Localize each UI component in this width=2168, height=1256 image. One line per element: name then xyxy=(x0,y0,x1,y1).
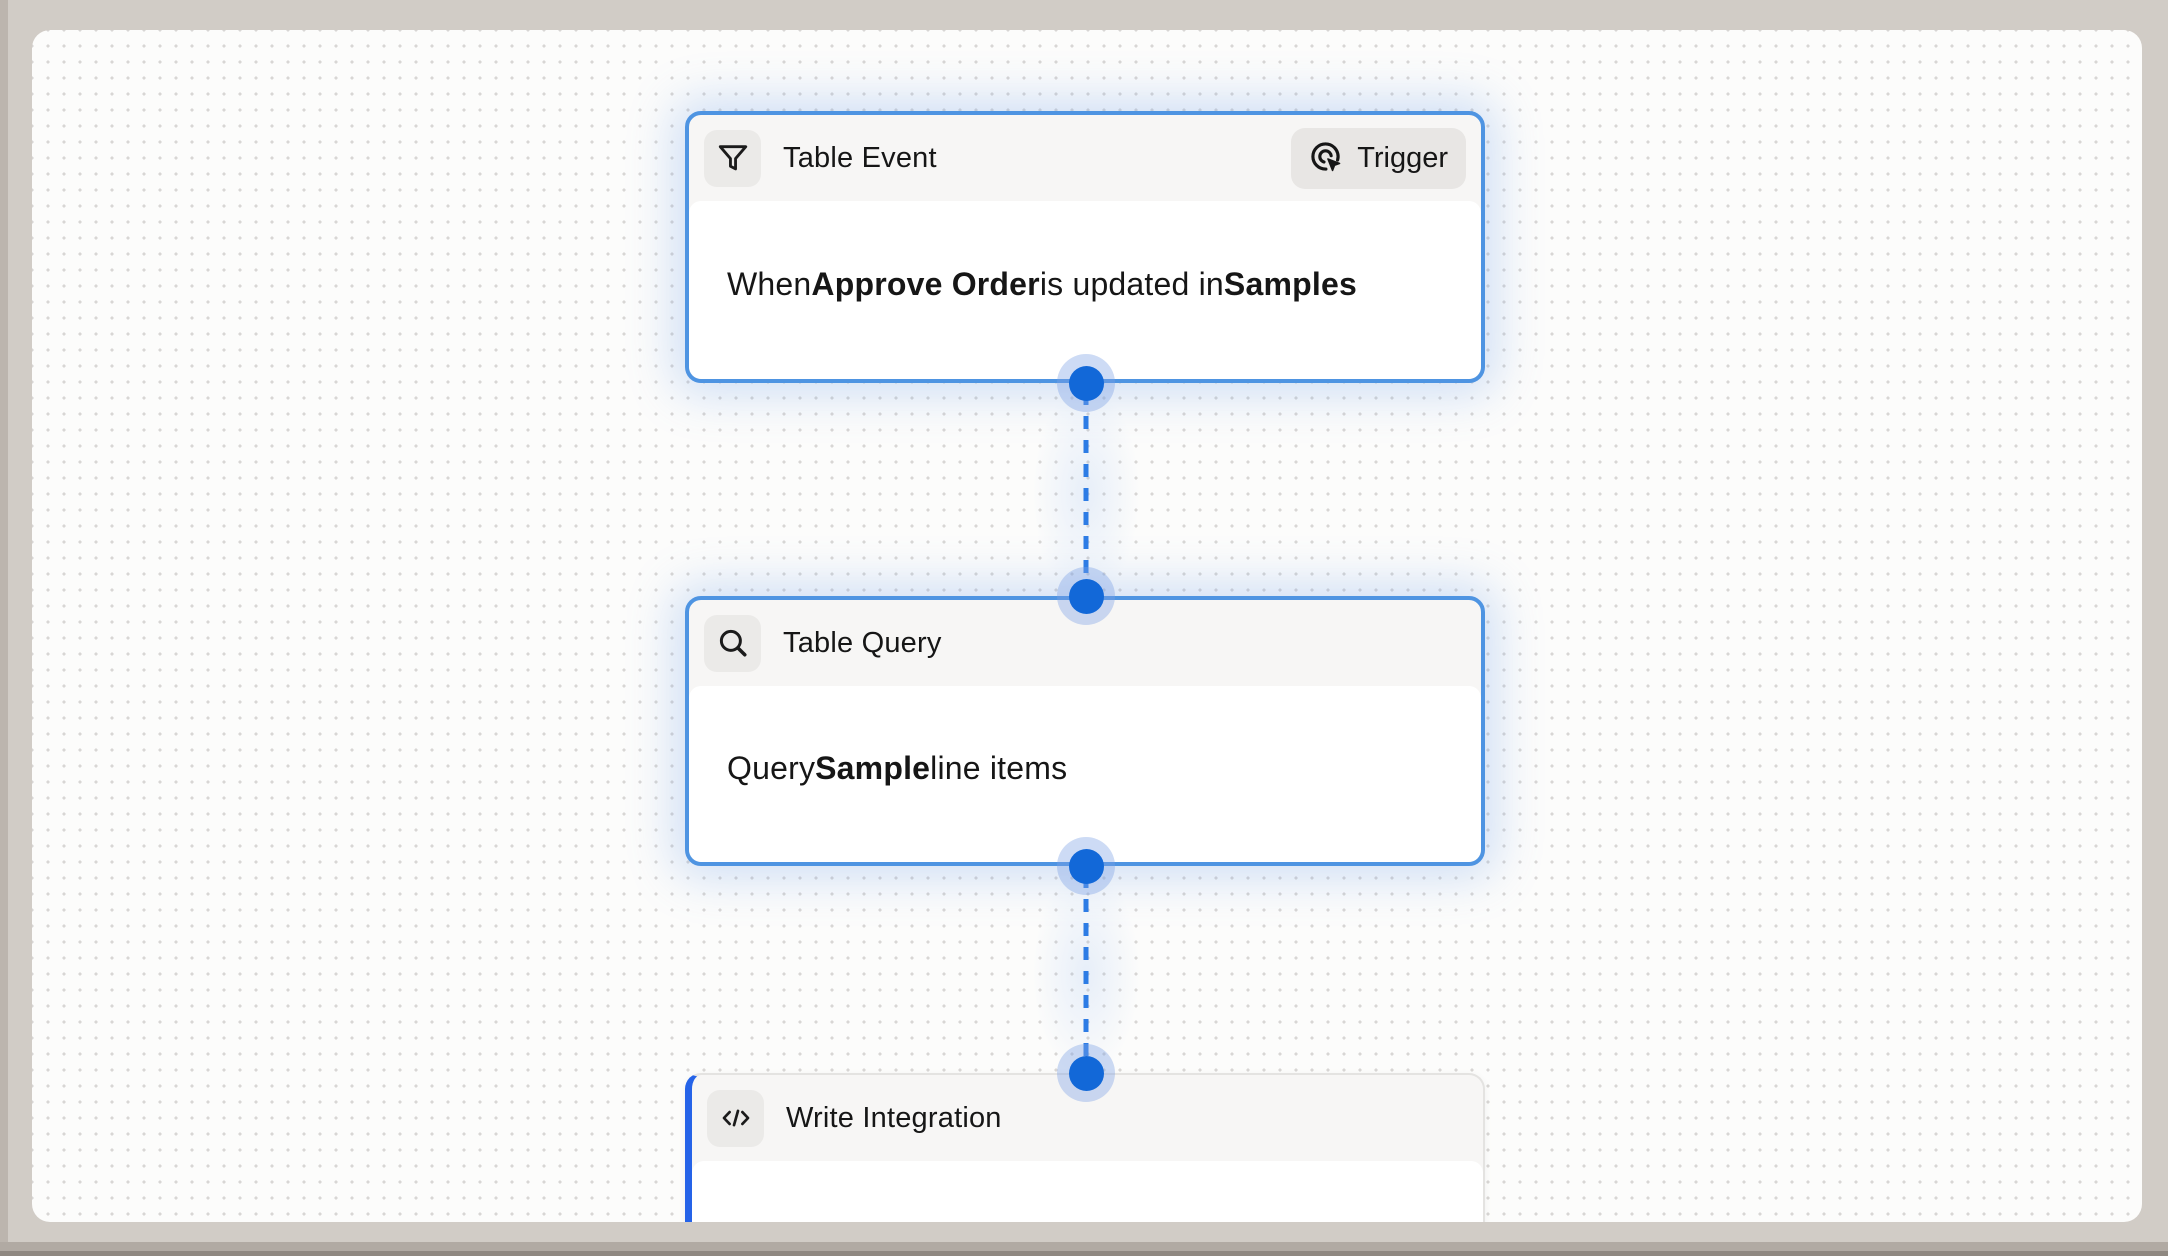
node-body-text: Query Sample line items xyxy=(689,686,1481,862)
icon-chip xyxy=(704,129,761,187)
node-header: Table Event Trigger xyxy=(689,115,1481,201)
filter-icon xyxy=(718,145,747,171)
node-title: Write Integration xyxy=(786,1101,1002,1134)
connector-port-output[interactable] xyxy=(1057,354,1115,412)
node-header: Write Integration xyxy=(692,1075,1483,1161)
window-frame-band-dark xyxy=(0,1251,2168,1256)
trigger-icon xyxy=(1311,142,1341,172)
connector-port-input[interactable] xyxy=(1057,1044,1115,1102)
connector-port-output[interactable] xyxy=(1057,837,1115,895)
node-header: Table Query xyxy=(689,600,1481,686)
node-title: Table Event xyxy=(783,141,937,174)
node-title: Table Query xyxy=(783,626,942,659)
node-table-query[interactable]: Table Query Query Sample line items xyxy=(685,596,1485,866)
node-body-text xyxy=(692,1161,1483,1222)
code-icon xyxy=(722,1109,749,1127)
connector-port-input[interactable] xyxy=(1057,567,1115,625)
icon-chip xyxy=(704,614,761,672)
window-frame-edge xyxy=(0,0,8,1256)
node-table-event[interactable]: Table Event Trigger When Approve Order i… xyxy=(685,111,1485,383)
trigger-badge: Trigger xyxy=(1291,127,1466,189)
icon-chip xyxy=(707,1089,764,1147)
window-frame-band xyxy=(0,1242,2168,1251)
trigger-badge-label: Trigger xyxy=(1357,141,1448,174)
search-icon xyxy=(719,629,747,657)
node-body-text: When Approve Order is updated in Samples xyxy=(689,201,1481,379)
flow-canvas[interactable]: Table Event Trigger When Approve Order i… xyxy=(32,30,2142,1222)
